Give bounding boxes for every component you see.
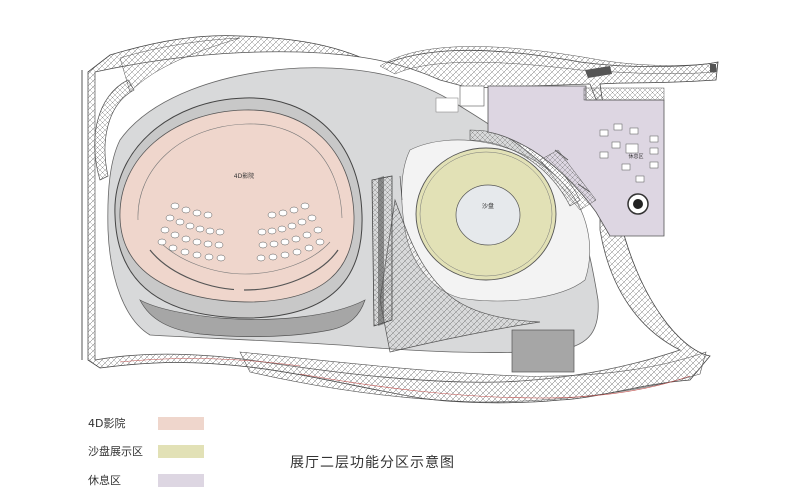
lounge-label: 休息区 [628,153,643,160]
legend-swatch [158,473,204,487]
legend-item-lounge: 休息区 [88,472,204,488]
legend-swatch [158,444,204,458]
legend-label: 4D影院 [88,417,126,430]
cinema-seats [157,202,325,262]
legend-swatch [158,416,204,430]
diagram-caption: 展厅二层功能分区示意图 [290,455,455,471]
lounge-furniture [599,123,659,183]
mesh-wedge [379,198,541,353]
legend-item-cinema: 4D影院 [88,415,204,431]
cinema-lower-band [139,299,366,337]
legend-label: 沙盘展示区 [88,445,143,458]
legend-item-sandtable: 沙盘展示区 [88,443,204,459]
lower-mesh [239,351,707,403]
lower-right-block [511,329,575,373]
legend-label: 休息区 [88,474,121,487]
sandtable-model [455,184,521,246]
cinema-label: 4D影院 [234,172,254,180]
sandtable-label: 沙盘 [482,202,494,210]
